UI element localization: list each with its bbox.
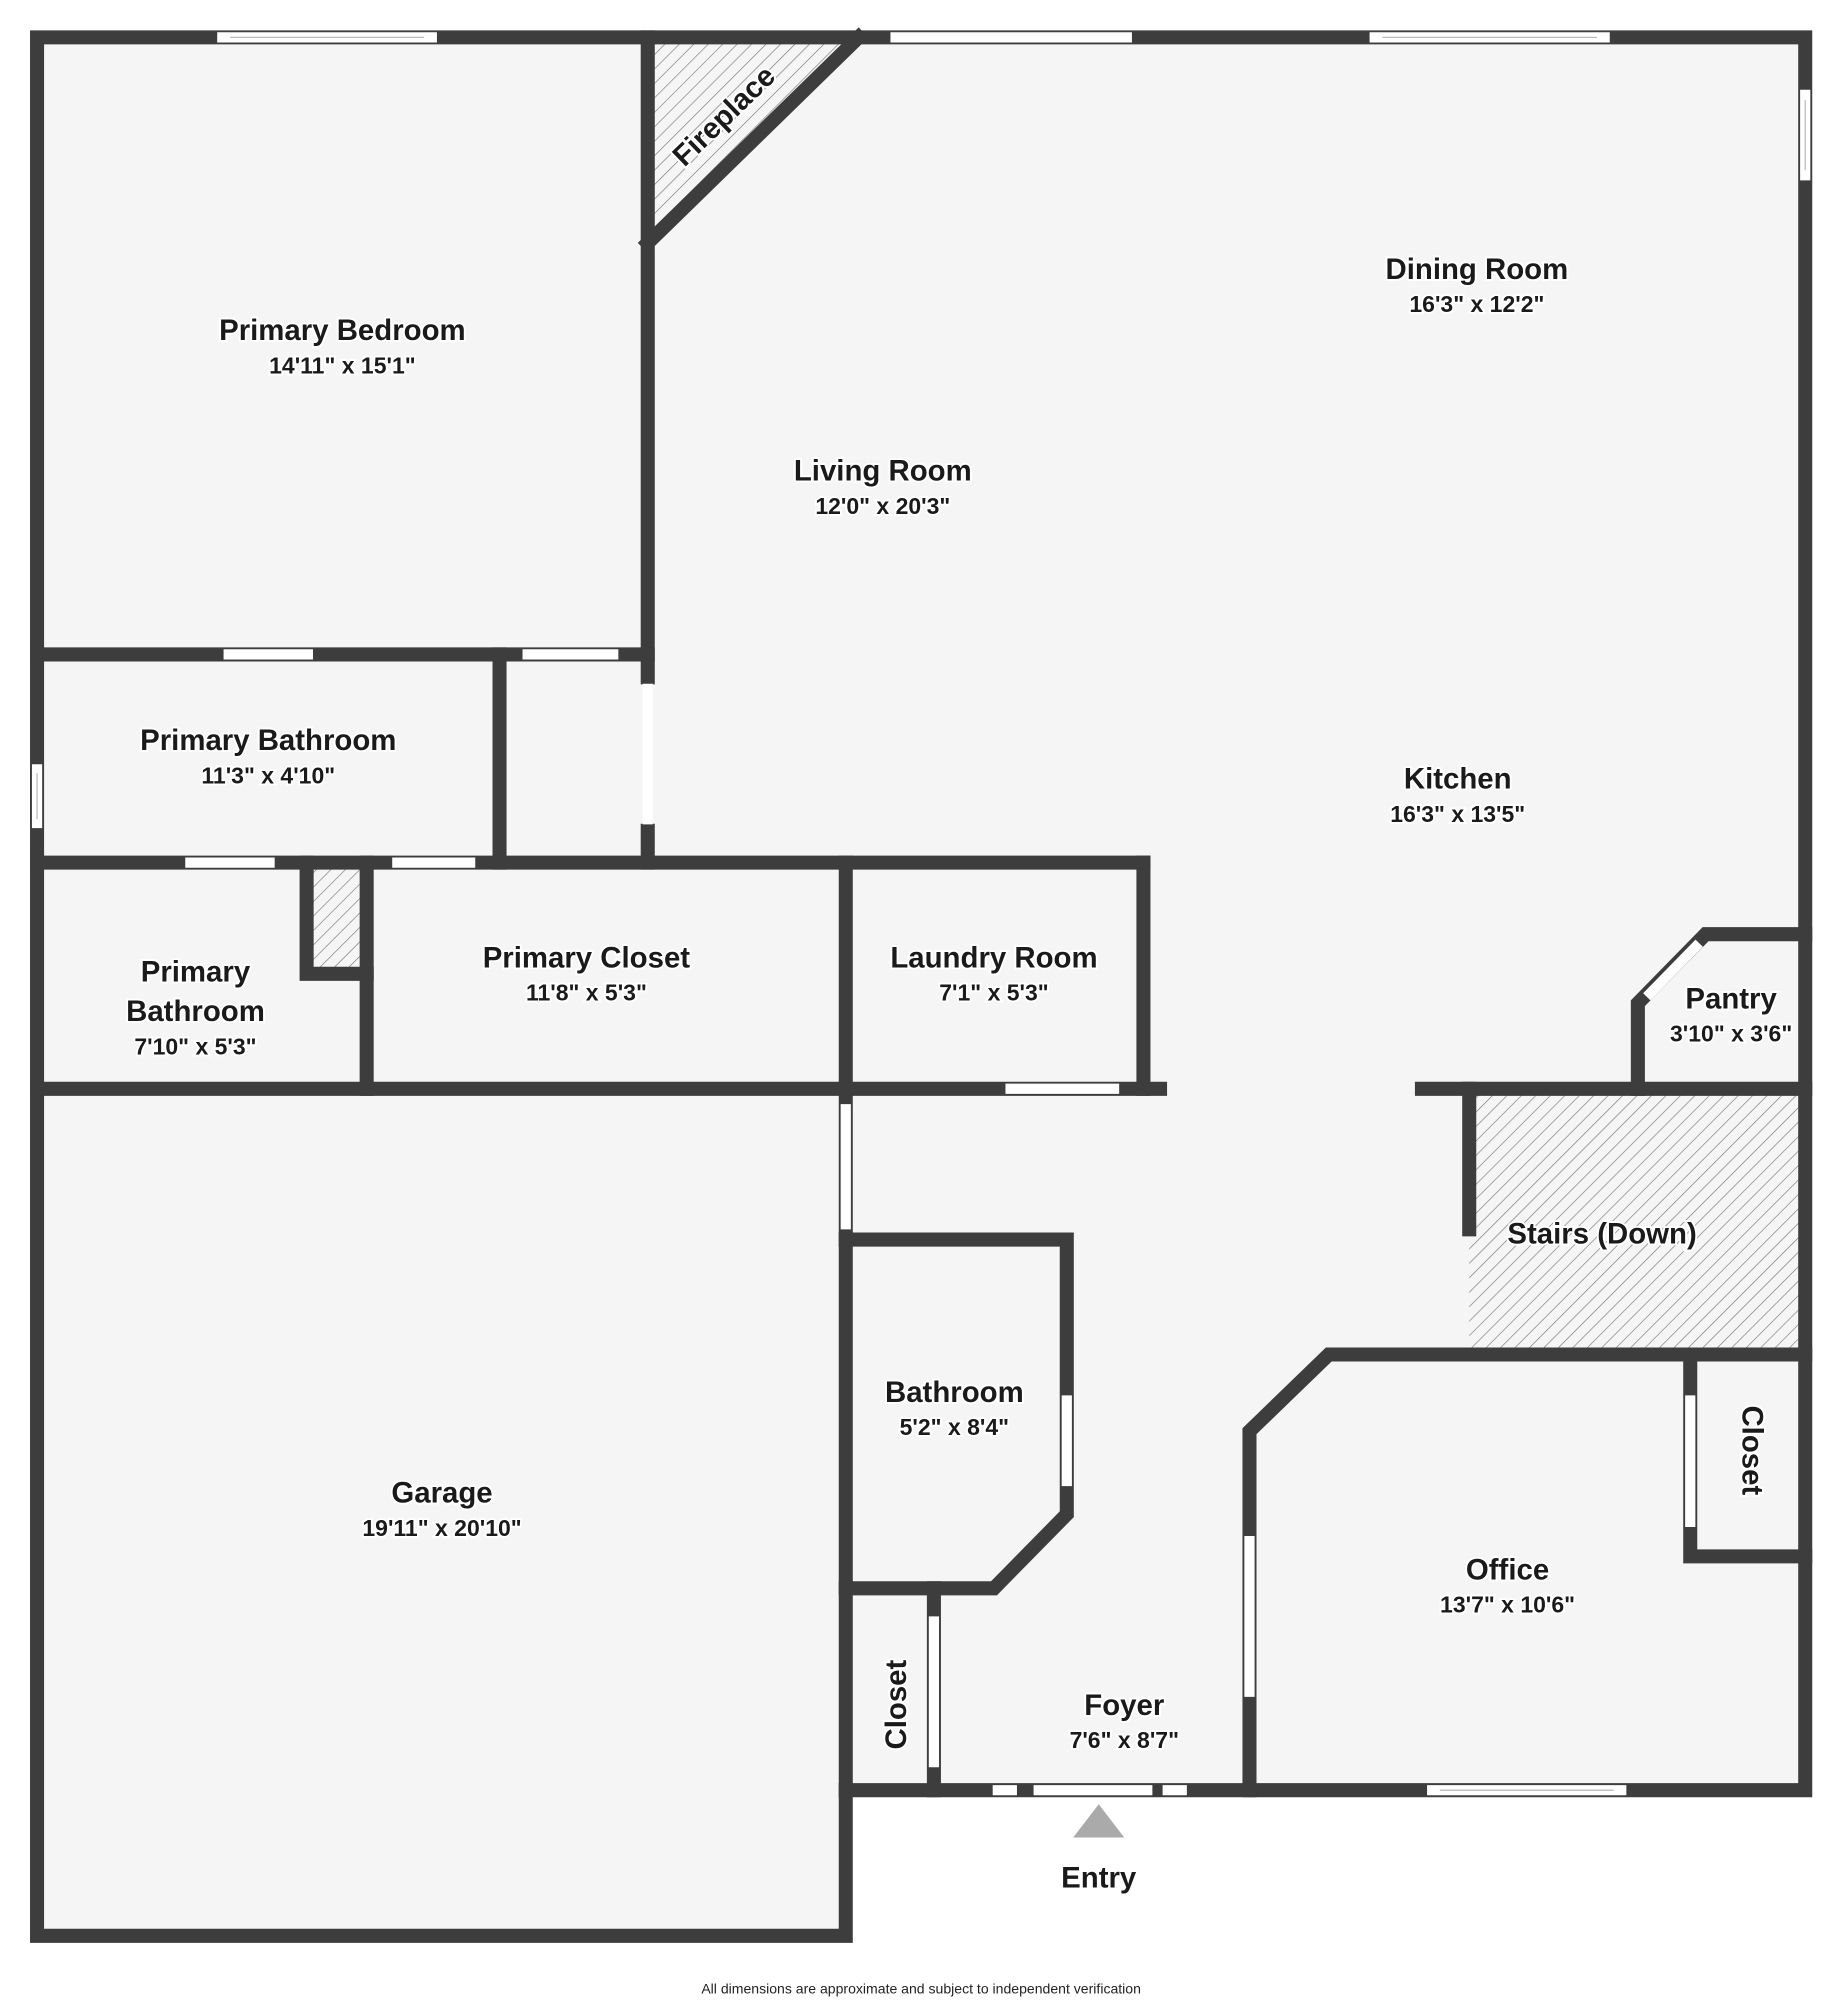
room-name-primary-bedroom: Primary Bedroom <box>219 314 466 347</box>
room-name-primary-closet: Primary Closet <box>483 941 691 974</box>
room-name-garage: Garage <box>391 1477 492 1510</box>
room-dims-primary-closet: 11'8" x 5'3" <box>526 980 647 1006</box>
room-dims-living-room: 12'0" x 20'3" <box>815 493 950 519</box>
room-name-foyer-closet: Closet <box>880 1659 913 1749</box>
room-name-bathroom: Bathroom <box>885 1376 1024 1409</box>
room-dims-primary-bathroom: 11'3" x 4'10" <box>201 762 335 788</box>
shaft-hatch <box>306 869 365 972</box>
room-dims-primary-bathroom-2: 7'10" x 5'3" <box>134 1033 256 1059</box>
entry-arrow-icon <box>1073 1804 1125 1838</box>
openings <box>31 32 1811 1796</box>
room-dims-foyer: 7'6" x 8'7" <box>1070 1727 1179 1753</box>
room-name-foyer: Foyer <box>1084 1689 1164 1722</box>
room-name-primary-bathroom: Primary Bathroom <box>140 724 396 757</box>
room-name-office: Office <box>1466 1553 1549 1586</box>
stairs-hatch <box>1469 1088 1806 1355</box>
room-name-pantry: Pantry <box>1685 982 1777 1015</box>
room-dims-office: 13'7" x 10'6" <box>1440 1592 1575 1618</box>
entry-label: Entry <box>1061 1861 1137 1894</box>
disclaimer: All dimensions are approximate and subje… <box>701 1980 1141 1996</box>
room-name-dining-room: Dining Room <box>1386 253 1569 286</box>
room-dims-laundry-room: 7'1" x 5'3" <box>939 980 1048 1006</box>
room-name-laundry-room: Laundry Room <box>890 941 1097 974</box>
room-dims-garage: 19'11" x 20'10" <box>362 1515 521 1541</box>
room-name-primary-bathroom-2-line1: Primary <box>141 955 251 988</box>
room-dims-kitchen: 16'3" x 13'5" <box>1390 801 1525 827</box>
room-name-stairs: Stairs (Down) <box>1507 1217 1696 1250</box>
room-dims-bathroom: 5'2" x 8'4" <box>900 1414 1009 1440</box>
room-name-primary-bathroom-2-line2: Bathroom <box>126 995 265 1028</box>
room-name-kitchen: Kitchen <box>1404 763 1512 796</box>
room-dims-dining-room: 16'3" x 12'2" <box>1409 291 1544 317</box>
room-name-living-room: Living Room <box>794 455 972 488</box>
room-name-office-closet: Closet <box>1736 1405 1769 1495</box>
room-dims-pantry: 3'10" x 3'6" <box>1670 1021 1792 1047</box>
room-dims-primary-bedroom: 14'11" x 15'1" <box>269 352 416 378</box>
